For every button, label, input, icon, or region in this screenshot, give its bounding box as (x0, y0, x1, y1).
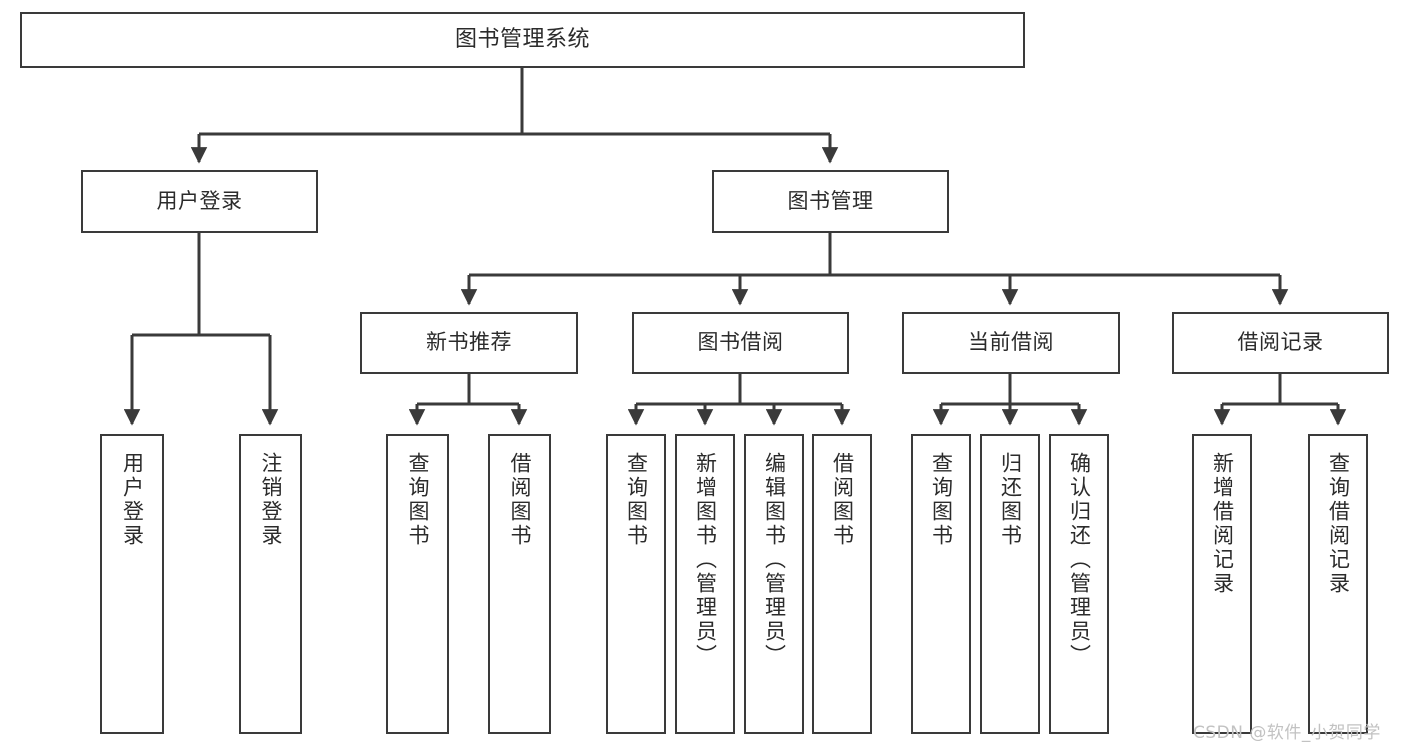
node-leaf-user-login-label: 用户登录 (120, 452, 145, 548)
node-leaf-query-record-label: 查询借阅记录 (1326, 452, 1351, 596)
node-book-manage[interactable]: 图书管理 (712, 170, 949, 233)
node-leaf-confirm-return-label: 确认归还（管理员） (1067, 452, 1092, 668)
node-book-borrow[interactable]: 图书借阅 (632, 312, 849, 374)
node-leaf-query-book-3-label: 查询图书 (929, 452, 954, 548)
node-book-borrow-label: 图书借阅 (697, 330, 784, 355)
node-root[interactable]: 图书管理系统 (20, 12, 1025, 68)
node-leaf-add-book[interactable]: 新增图书（管理员） (675, 434, 735, 734)
node-borrow-record-label: 借阅记录 (1237, 330, 1324, 355)
node-leaf-edit-book-label: 编辑图书（管理员） (762, 452, 787, 668)
node-leaf-return-book[interactable]: 归还图书 (980, 434, 1040, 734)
node-user-login[interactable]: 用户登录 (81, 170, 318, 233)
node-leaf-add-record-label: 新增借阅记录 (1210, 452, 1235, 596)
node-user-login-label: 用户登录 (156, 188, 243, 213)
node-leaf-query-book-1[interactable]: 查询图书 (386, 434, 449, 734)
node-leaf-query-book-3[interactable]: 查询图书 (911, 434, 971, 734)
node-leaf-edit-book[interactable]: 编辑图书（管理员） (744, 434, 804, 734)
node-root-label: 图书管理系统 (454, 26, 590, 52)
node-leaf-logout-label: 注销登录 (259, 452, 283, 548)
node-leaf-add-book-label: 新增图书（管理员） (693, 452, 718, 668)
node-leaf-add-record[interactable]: 新增借阅记录 (1192, 434, 1252, 734)
node-leaf-logout[interactable]: 注销登录 (239, 434, 302, 734)
node-leaf-query-book-2[interactable]: 查询图书 (606, 434, 666, 734)
node-leaf-confirm-return[interactable]: 确认归还（管理员） (1049, 434, 1109, 734)
node-leaf-borrow-book-1-label: 借阅图书 (508, 452, 532, 548)
node-leaf-return-book-label: 归还图书 (998, 452, 1023, 548)
node-leaf-borrow-book-2[interactable]: 借阅图书 (812, 434, 872, 734)
node-leaf-borrow-book-1[interactable]: 借阅图书 (488, 434, 551, 734)
node-book-manage-label: 图书管理 (787, 188, 874, 213)
node-leaf-borrow-book-2-label: 借阅图书 (830, 452, 855, 548)
watermark-text: CSDN @软件_小贺同学 (1193, 723, 1381, 743)
node-leaf-query-book-1-label: 查询图书 (406, 452, 430, 548)
node-leaf-user-login[interactable]: 用户登录 (100, 434, 164, 734)
node-leaf-query-book-2-label: 查询图书 (624, 452, 649, 548)
node-leaf-query-record[interactable]: 查询借阅记录 (1308, 434, 1368, 734)
node-new-book-rec[interactable]: 新书推荐 (360, 312, 578, 374)
node-borrow-record[interactable]: 借阅记录 (1172, 312, 1389, 374)
node-current-borrow[interactable]: 当前借阅 (902, 312, 1120, 374)
node-current-borrow-label: 当前借阅 (968, 330, 1054, 355)
node-new-book-rec-label: 新书推荐 (426, 330, 512, 355)
